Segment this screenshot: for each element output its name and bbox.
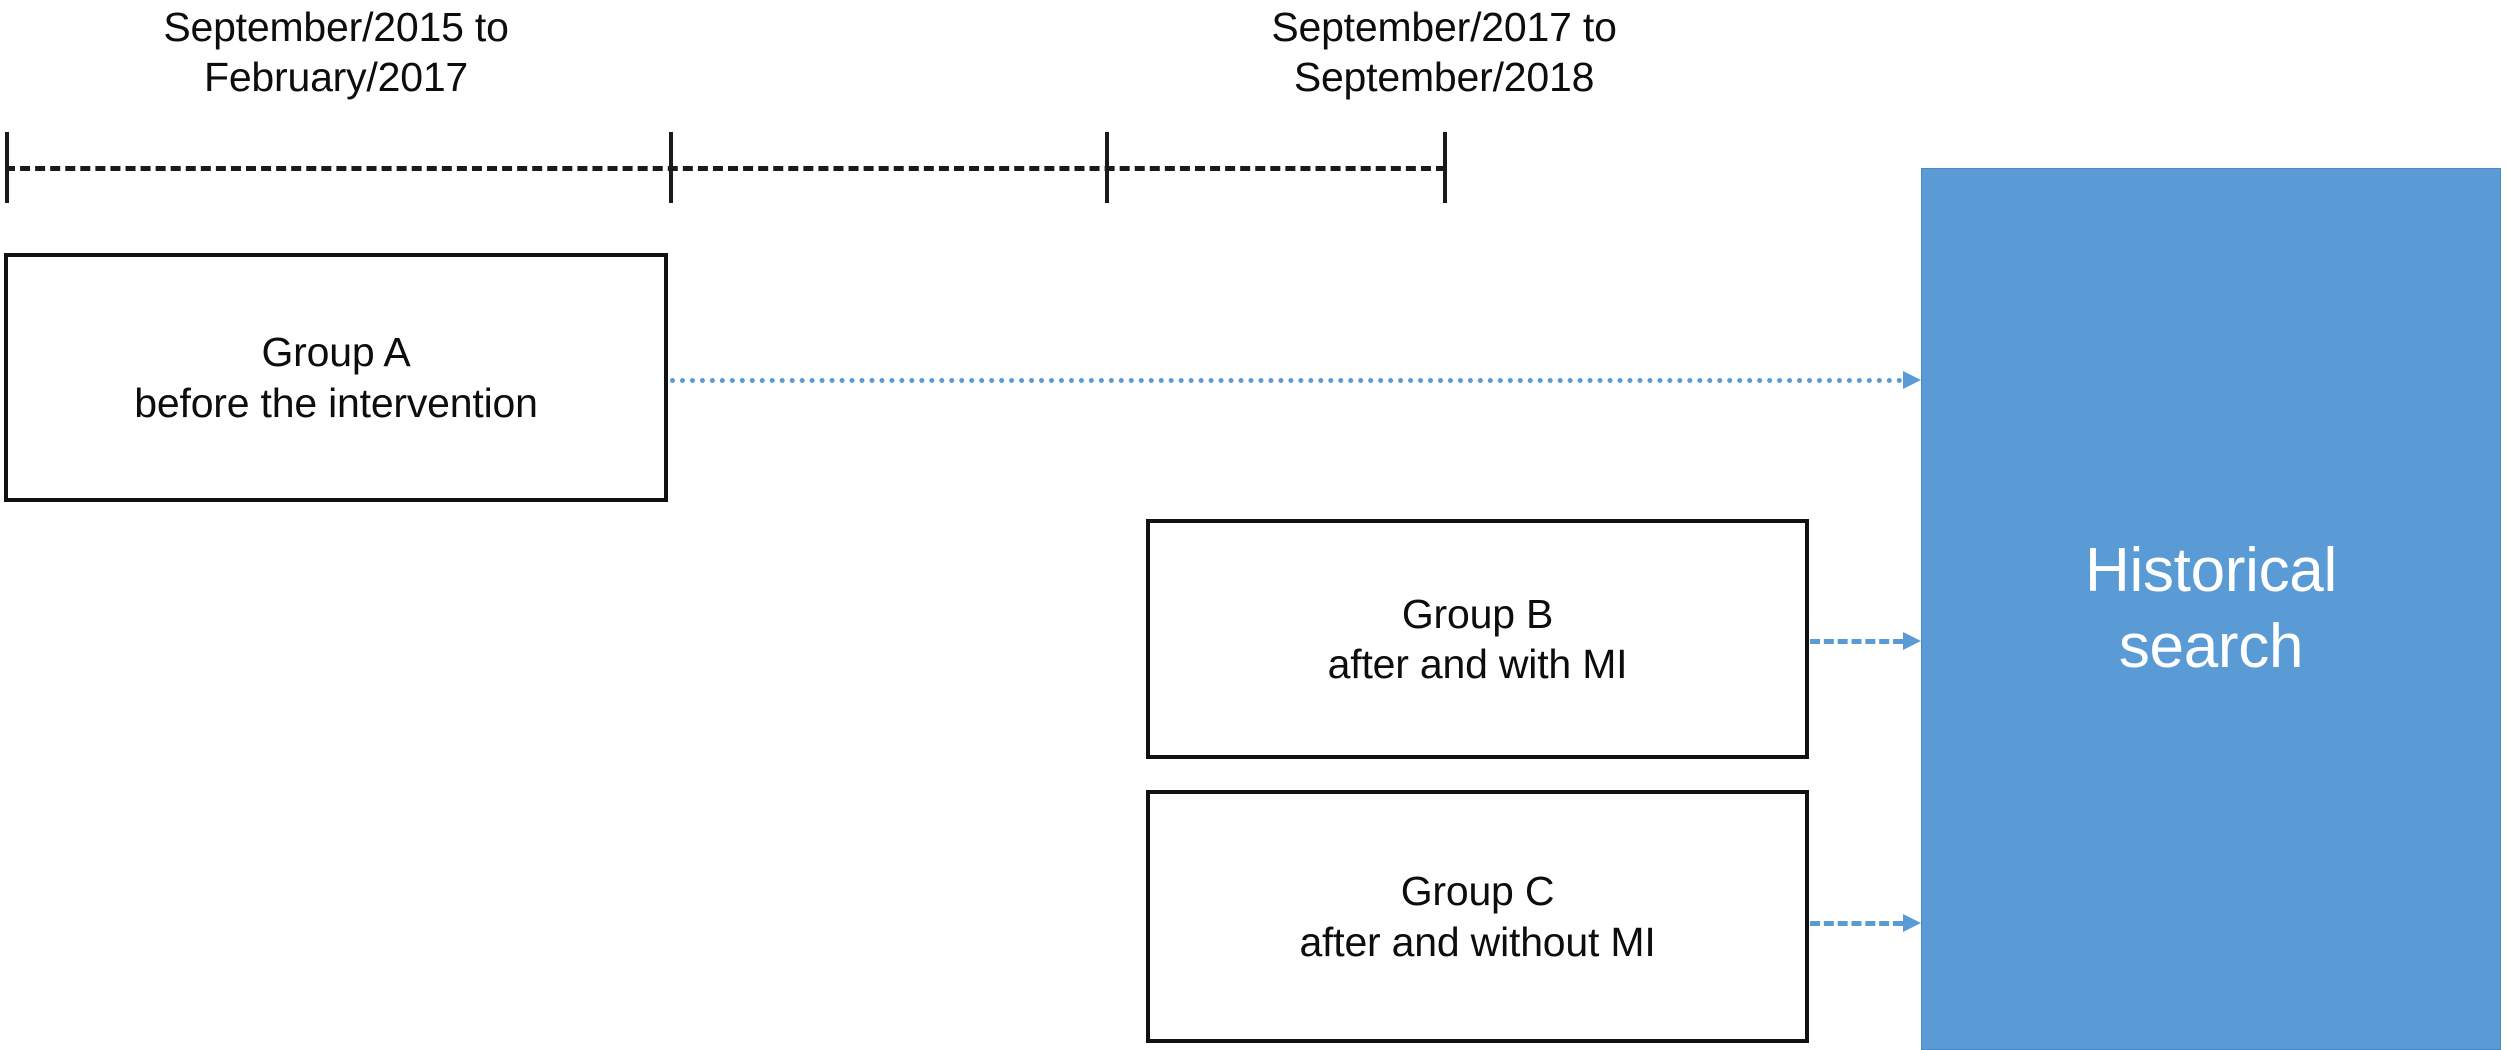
timeline-tick-start-a xyxy=(5,132,9,203)
group-b-label: Group B after and with MI xyxy=(1327,590,1628,687)
connector-b-line xyxy=(1810,639,1903,644)
connector-arrow-group-b xyxy=(1810,632,1921,650)
arrowhead-icon xyxy=(1903,371,1921,389)
timeline-period-label-b: September/2017 to September/2018 xyxy=(1271,4,1617,101)
group-box-c: Group C after and without MI xyxy=(1146,790,1809,1043)
group-box-b: Group B after and with MI xyxy=(1146,519,1809,759)
arrowhead-icon xyxy=(1903,914,1921,932)
timeline-period-label-a: September/2015 to February/2017 xyxy=(163,4,509,101)
historical-search-label: Historical search xyxy=(2085,536,2337,681)
timeline-tick-end-a xyxy=(669,132,673,203)
connector-arrow-group-a xyxy=(670,371,1921,389)
historical-search-box: Historical search xyxy=(1921,168,2501,1050)
group-a-label: Group A before the intervention xyxy=(134,329,538,426)
connector-c-line xyxy=(1810,921,1903,926)
arrowhead-icon xyxy=(1903,632,1921,650)
connector-a-line xyxy=(670,378,1903,383)
group-c-label: Group C after and without MI xyxy=(1299,868,1656,965)
timeline-tick-end-b xyxy=(1443,132,1447,203)
timeline-dashed-rule xyxy=(5,166,1446,171)
timeline-tick-start-b xyxy=(1105,132,1109,203)
connector-arrow-group-c xyxy=(1810,914,1921,932)
group-box-a: Group A before the intervention xyxy=(4,253,668,502)
